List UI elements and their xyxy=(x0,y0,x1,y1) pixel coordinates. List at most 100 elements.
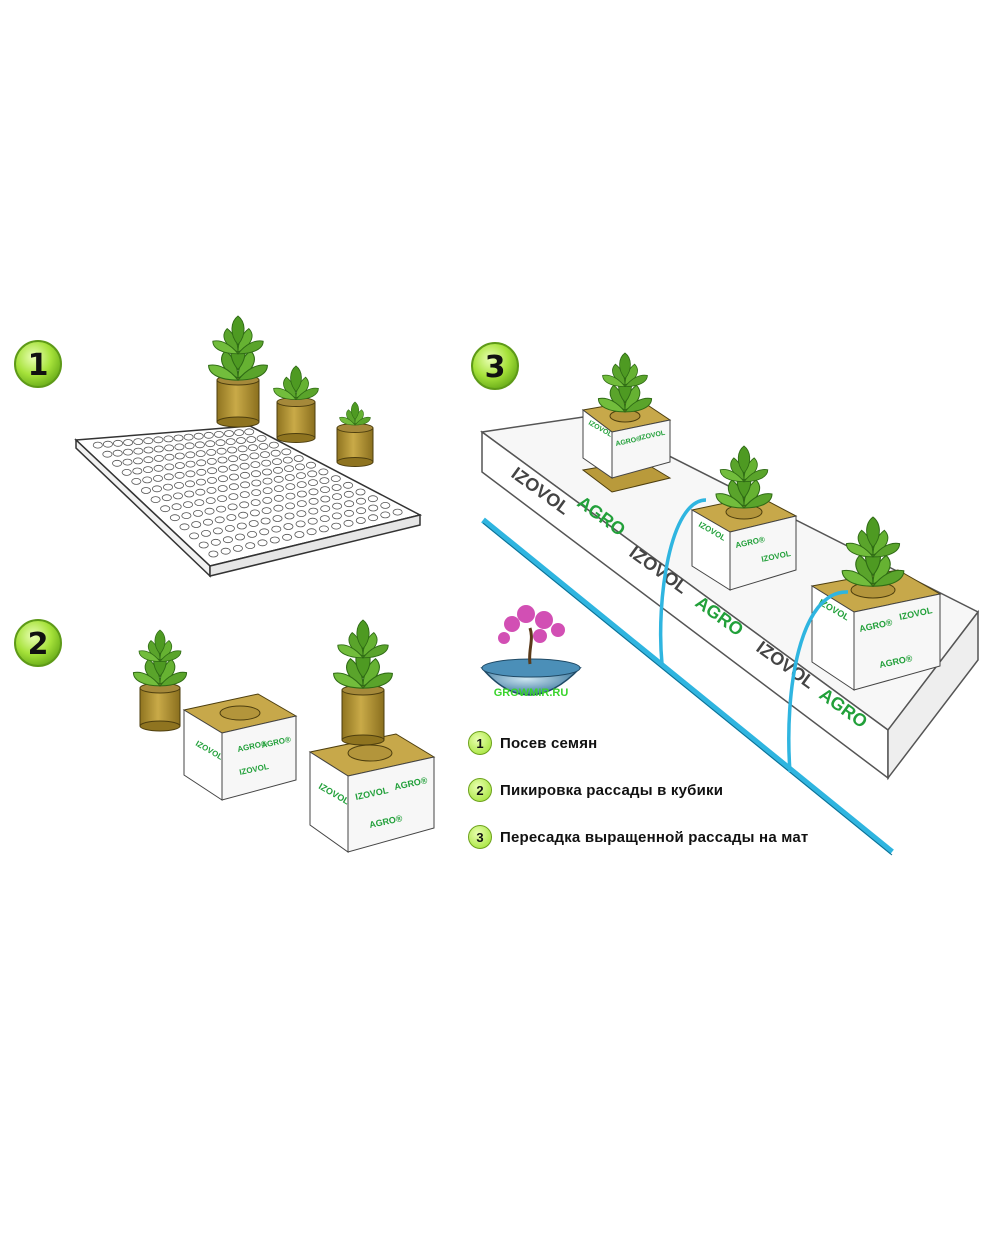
tray-cell xyxy=(122,458,133,466)
tray-cell xyxy=(214,516,225,524)
tray-cell xyxy=(164,453,175,461)
tray-cell xyxy=(102,450,113,458)
tray-cell xyxy=(257,539,268,547)
plug-small xyxy=(336,401,374,467)
tray-cell xyxy=(248,520,259,527)
tray-cell xyxy=(228,455,239,463)
tray-cell xyxy=(331,522,342,530)
tray-cell xyxy=(227,446,238,454)
tray-cell xyxy=(217,495,228,503)
tray-cell xyxy=(162,483,173,491)
tray-cell xyxy=(296,490,307,498)
step1-plugs xyxy=(208,315,374,467)
tray-cell xyxy=(239,491,250,499)
tray-cell xyxy=(368,514,379,522)
tray-cell xyxy=(284,512,295,520)
tray-cell xyxy=(164,444,175,452)
step1-badge: 1 xyxy=(14,340,62,388)
tray-cell xyxy=(295,520,306,528)
plug-medium xyxy=(273,365,319,443)
tray-cell xyxy=(305,461,316,469)
tray-cell xyxy=(123,439,134,446)
tray-cell xyxy=(163,435,174,443)
tray-cell xyxy=(226,514,237,521)
tray-cell xyxy=(262,477,273,485)
tray-cell xyxy=(216,447,227,455)
tray-cell xyxy=(259,451,270,459)
tray-cell xyxy=(198,541,209,549)
tray-cell xyxy=(281,448,292,456)
legend-item-1: 1 Посев семян xyxy=(468,728,808,758)
tray-cell xyxy=(164,463,175,471)
tray-cell xyxy=(271,458,282,466)
legend-item-3: 3 Пересадка выращенной рассады на мат xyxy=(468,822,808,852)
cube-with-pad: IZOVOL AGRO® IZOVOL xyxy=(581,352,672,493)
tray-cell xyxy=(202,518,213,526)
step1-badge-number: 1 xyxy=(28,348,49,383)
tray-cell xyxy=(251,479,262,487)
tray-cell xyxy=(151,485,162,493)
tray-cell xyxy=(182,501,193,509)
step2-badge: 2 xyxy=(14,619,62,667)
tray-cell xyxy=(206,457,217,465)
tray-cell xyxy=(152,474,163,482)
tray-cell xyxy=(174,443,185,451)
tray-cell xyxy=(319,477,330,485)
tray-cell xyxy=(206,448,217,456)
tray-cell xyxy=(343,519,354,527)
tray-cell xyxy=(355,517,366,524)
tray-cell xyxy=(282,533,293,541)
tray-cell xyxy=(210,538,221,546)
tray-cell xyxy=(262,487,273,495)
tray-cell xyxy=(356,507,367,515)
tray-cell xyxy=(295,472,306,480)
tray-cell xyxy=(234,533,245,541)
tray-cell xyxy=(268,441,279,449)
tray-cell xyxy=(294,463,305,471)
tray-cell xyxy=(220,547,231,555)
tray-cell xyxy=(184,442,195,450)
tray-cell xyxy=(212,527,223,535)
tray-cell xyxy=(112,449,123,457)
tray-cell xyxy=(160,505,171,513)
tray-cell xyxy=(123,448,134,456)
tray-cell xyxy=(234,429,245,437)
tray-cell xyxy=(256,434,267,442)
cube-right: IZOVOL AGRO® IZOVOL AGRO® xyxy=(787,516,942,773)
tray-cell xyxy=(215,439,226,447)
tray-cell xyxy=(204,507,215,515)
cube-middle: IZOVOL AGRO® IZOVOL xyxy=(658,445,798,665)
tray-cell xyxy=(174,462,185,469)
tray-cell xyxy=(250,499,261,507)
tray-cell xyxy=(285,502,296,510)
step2-badge-number: 2 xyxy=(28,627,49,662)
tray-cell xyxy=(260,517,271,525)
tray-cell xyxy=(172,492,183,500)
legend-label-2: Пикировка рассады в кубики xyxy=(500,781,724,799)
tray-cell xyxy=(206,486,217,494)
tray-cell xyxy=(319,515,330,522)
tray-cell xyxy=(185,470,196,478)
tray-cell xyxy=(196,459,207,467)
tray-cell xyxy=(179,523,190,531)
legend-label-1: Посев семян xyxy=(500,734,598,752)
tray-cell xyxy=(208,550,219,558)
tray-cell xyxy=(261,507,272,515)
tray-cell xyxy=(195,488,206,496)
tray-cell xyxy=(250,461,261,469)
tray-cell xyxy=(343,490,354,498)
tray-cell xyxy=(153,436,164,444)
tray-cell xyxy=(140,487,151,494)
tray-cell xyxy=(153,445,164,453)
tray-cell xyxy=(296,500,307,508)
tray-cell xyxy=(174,471,185,479)
tray-cell xyxy=(173,434,184,442)
tray-cell xyxy=(261,459,272,467)
tray-cell xyxy=(367,495,378,503)
tray-cell xyxy=(239,501,250,509)
tray-cell xyxy=(259,528,270,536)
tray-cell xyxy=(294,531,305,538)
tray-cell xyxy=(296,510,307,517)
tray-cell xyxy=(225,438,236,446)
step2-cube-right: IZOVOL IZOVOL AGRO® AGRO® xyxy=(308,619,436,853)
